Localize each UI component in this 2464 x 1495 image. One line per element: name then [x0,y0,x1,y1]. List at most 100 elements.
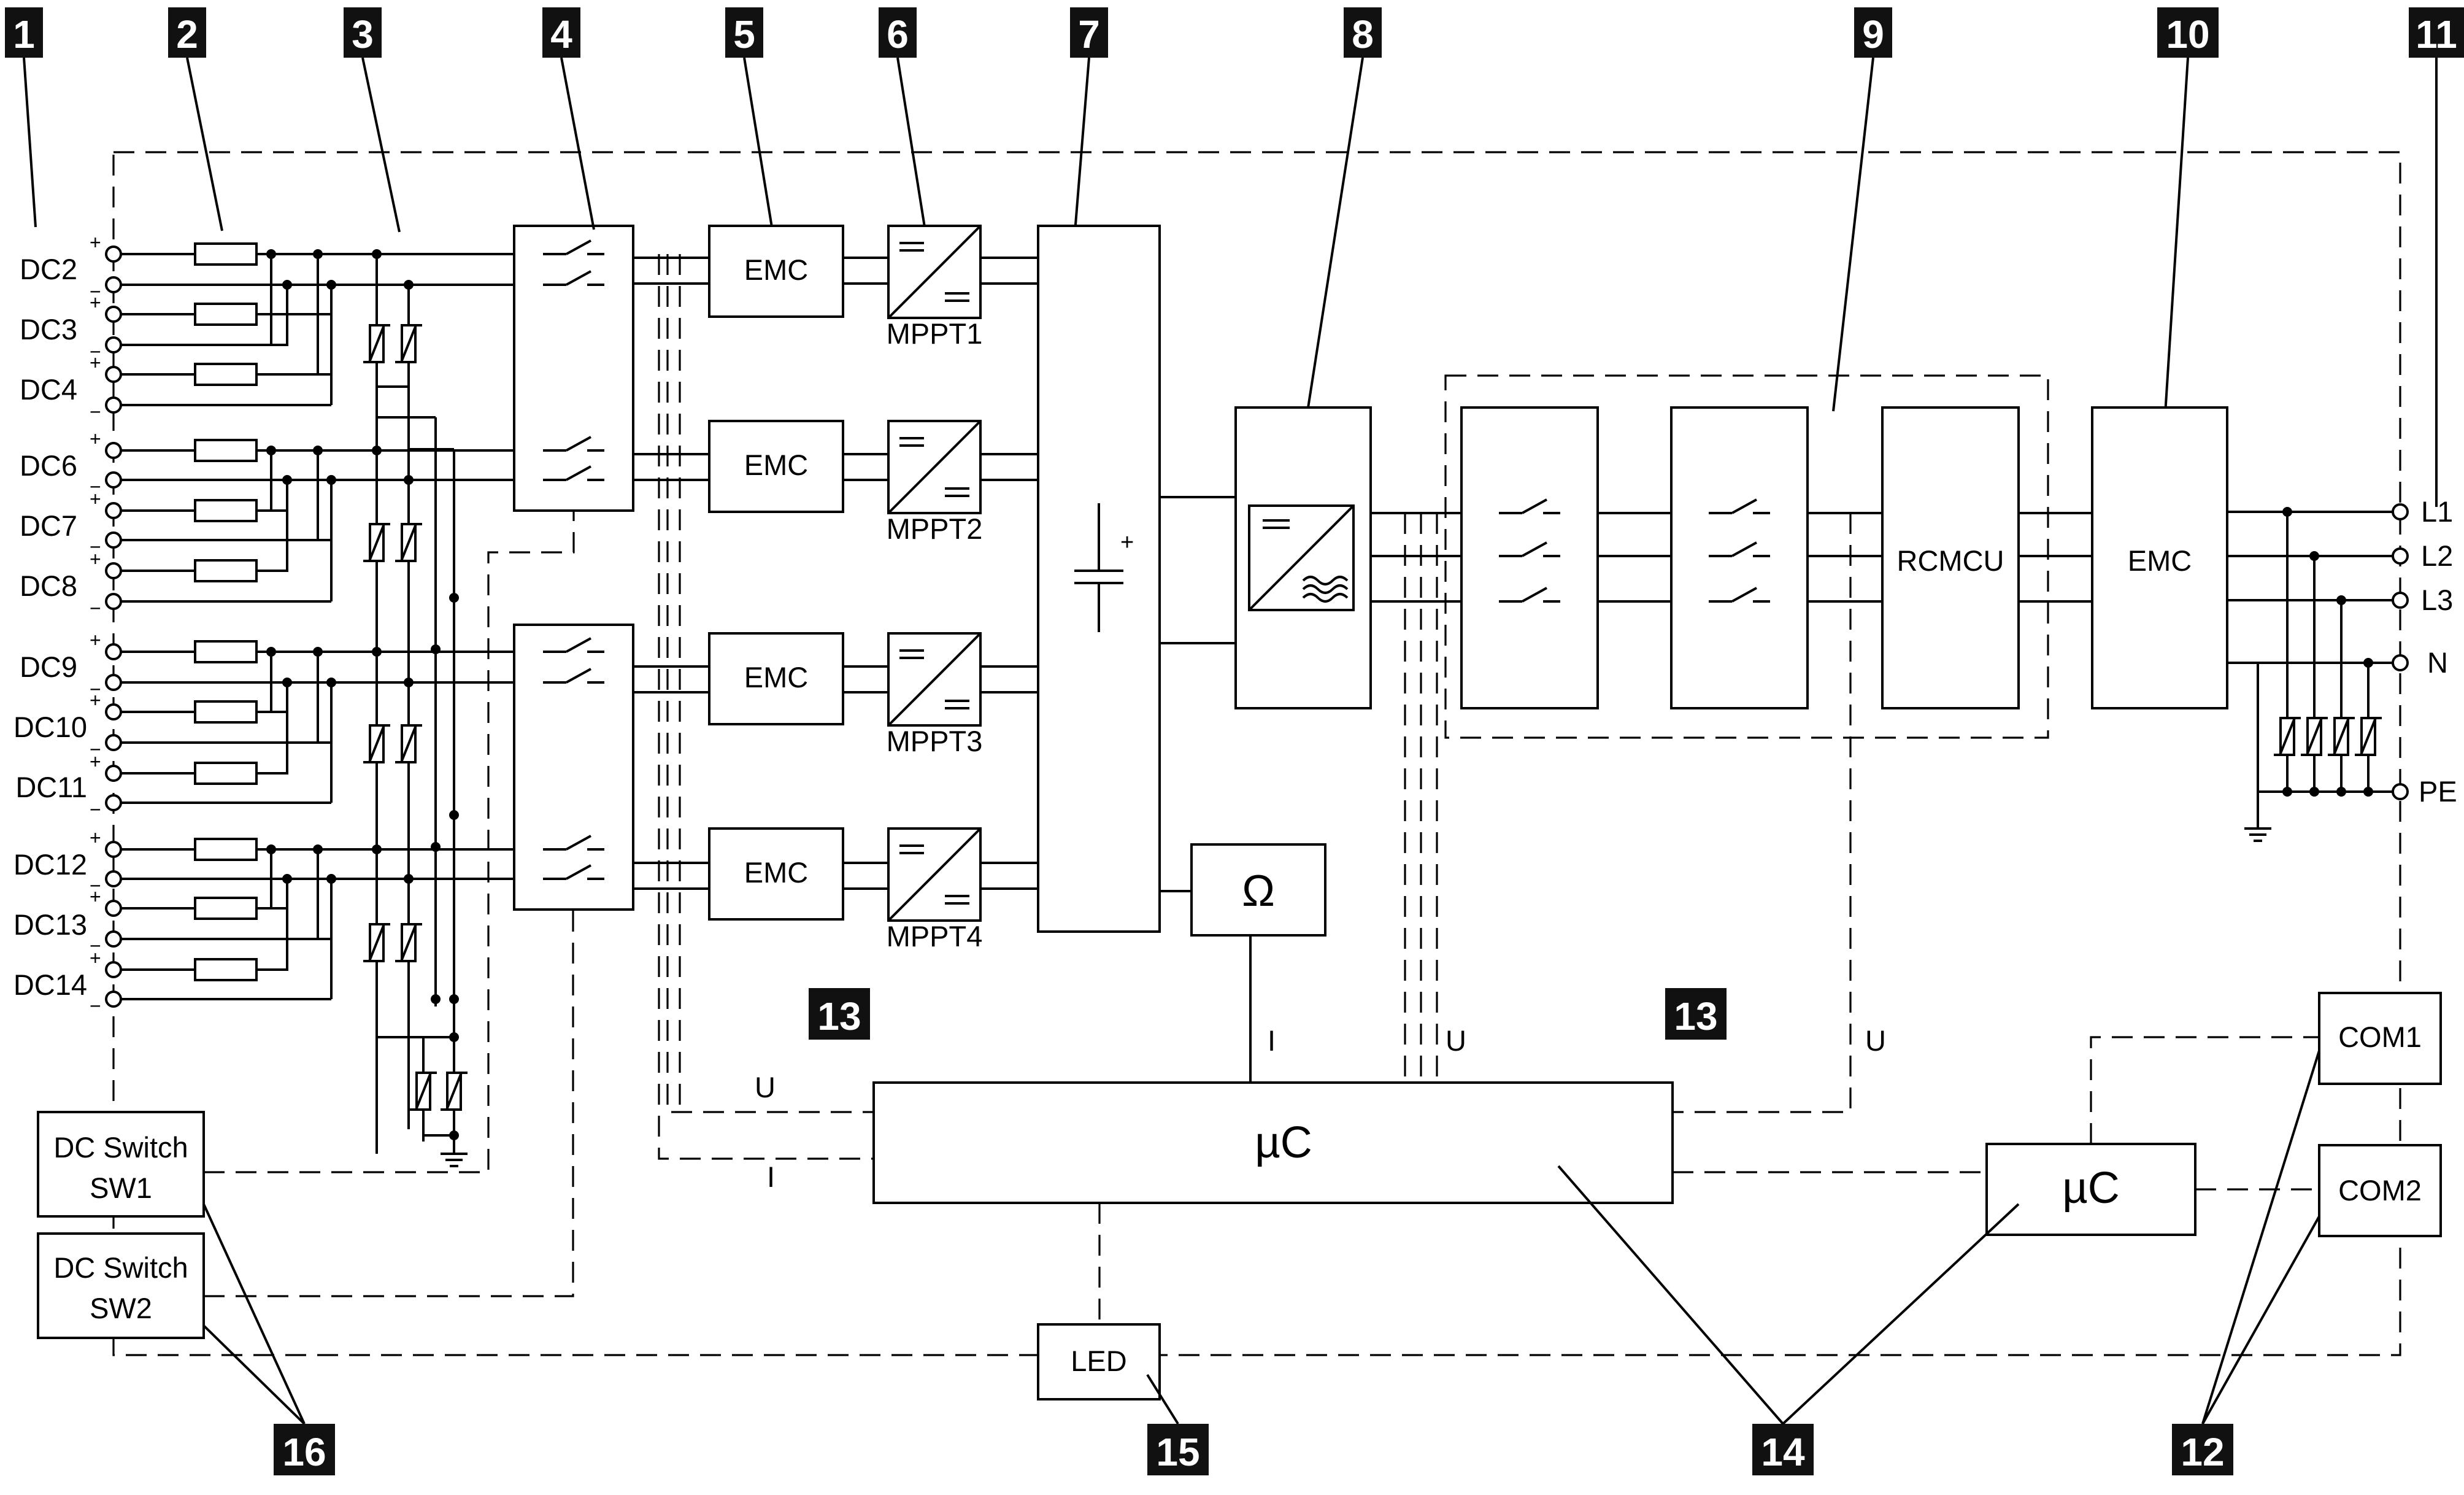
svg-text:4: 4 [550,12,572,56]
svg-text:+: + [1120,530,1134,555]
svg-text:DC14: DC14 [13,968,87,1001]
callout-13-right: 13 [1665,988,1727,1040]
dc-dc-converter-icon [887,827,982,922]
svg-text:−: − [90,597,101,619]
svg-text:1: 1 [13,12,35,56]
svg-text:DC3: DC3 [20,313,77,346]
dc-switch-blocks [513,225,634,911]
svg-text:−: − [90,536,101,558]
svg-text:11: 11 [2416,12,2457,56]
svg-text:−: − [90,476,101,498]
varistor-icons [362,254,469,1167]
callout-9: 9 [1854,7,1892,58]
svg-text:COM1: COM1 [2338,1021,2422,1053]
callout-4: 4 [542,7,580,58]
svg-text:2: 2 [176,12,198,56]
ac-emc-filter: EMC [2091,406,2228,709]
svg-text:MPPT2: MPPT2 [887,512,983,545]
dc-dc-converter-icon [887,225,982,319]
dc-switch-sw2: DC Switch SW2 [37,910,574,1339]
dc-dc-converter-icon [887,632,982,727]
callout-12: 12 [2172,1424,2233,1475]
svg-text:+: + [90,827,101,849]
svg-text:+: + [90,428,101,450]
svg-text:DC7: DC7 [20,509,77,542]
comm-controller: µC [1673,1036,2319,1236]
svg-text:+: + [90,548,101,570]
svg-text:+: + [90,947,101,969]
callout-5: 5 [725,7,763,58]
com2-port: COM2 [2318,1144,2442,1237]
svg-text:MPPT4: MPPT4 [887,920,983,952]
ac-output-section: L1 L2 L3 N PE [2227,495,2457,842]
svg-text:−: − [90,738,101,760]
inverter-block [1160,406,1461,709]
svg-text:L2: L2 [2421,539,2453,572]
svg-text:PE: PE [2419,775,2457,808]
svg-text:10: 10 [2166,12,2209,56]
rcmcu-block: RCMCU [1881,406,2092,709]
svg-text:−: − [90,875,101,897]
insulation-monitor: Ω I [1160,843,1326,1083]
svg-text:13: 13 [817,994,861,1038]
svg-text:L3: L3 [2421,584,2453,616]
svg-text:−: − [90,401,101,423]
svg-text:µC: µC [1255,1118,1312,1167]
svg-text:DC Switch: DC Switch [53,1251,188,1284]
dc-input-section: +− +− +− +− +− +− +− +− +− +− +− +− DC2 … [13,231,515,1167]
svg-text:EMC: EMC [744,661,808,693]
svg-text:DC9: DC9 [20,651,77,683]
ground-icon [2243,815,2273,842]
svg-text:6: 6 [887,12,909,56]
callout-14: 14 [1752,1424,1814,1475]
svg-text:−: − [90,935,101,957]
svg-text:EMC: EMC [744,449,808,481]
svg-text:DC8: DC8 [20,570,77,602]
dc-group-b [114,439,515,603]
u-label-ac: U [1446,1024,1466,1057]
svg-text:RCMCU: RCMCU [1897,544,2004,577]
svg-text:DC10: DC10 [13,711,87,743]
svg-text:+: + [90,629,101,651]
svg-text:3: 3 [352,12,374,56]
callout-2: 2 [168,7,206,58]
callout-13-left: 13 [809,988,870,1040]
svg-text:COM2: COM2 [2338,1174,2422,1207]
svg-text:−: − [90,995,101,1017]
measurement-lines [658,254,1852,1160]
dc-bus-lines [633,257,1038,890]
polarity-marks: +− +− +− +− +− +− +− +− +− +− +− +− [90,231,101,1017]
svg-text:8: 8 [1352,12,1374,56]
svg-text:DC11: DC11 [15,771,87,803]
svg-text:15: 15 [1156,1430,1199,1474]
svg-text:DC Switch: DC Switch [53,1131,188,1164]
svg-text:13: 13 [1674,994,1717,1038]
svg-text:+: + [90,231,101,253]
svg-text:EMC: EMC [2128,544,2192,577]
dc-switch-sw1: DC Switch SW1 [37,511,575,1218]
svg-text:−: − [90,678,101,700]
svg-text:MPPT3: MPPT3 [887,725,983,757]
svg-text:SW1: SW1 [90,1172,152,1204]
svg-text:DC6: DC6 [20,449,77,482]
callout-7: 7 [1070,7,1108,58]
callout-10: 10 [2157,7,2219,58]
svg-text:+: + [90,488,101,510]
svg-text:MPPT1: MPPT1 [887,317,983,350]
svg-text:5: 5 [733,12,755,56]
dc-group-c [114,640,515,804]
svg-text:DC13: DC13 [13,908,87,941]
ground-icon [439,1140,469,1167]
svg-text:16: 16 [282,1430,326,1474]
svg-text:+: + [90,292,101,314]
terminal-icons [105,245,122,1008]
svg-text:+: + [90,886,101,908]
callout-11: 11 [2409,7,2464,58]
com1-port: COM1 [2318,992,2442,1085]
svg-text:µC: µC [2062,1164,2119,1213]
svg-text:EMC: EMC [744,856,808,889]
dc-link-block: + [1037,225,1161,933]
svg-text:DC12: DC12 [13,848,87,881]
svg-text:I: I [1268,1024,1276,1057]
dc-group-a [114,242,515,406]
